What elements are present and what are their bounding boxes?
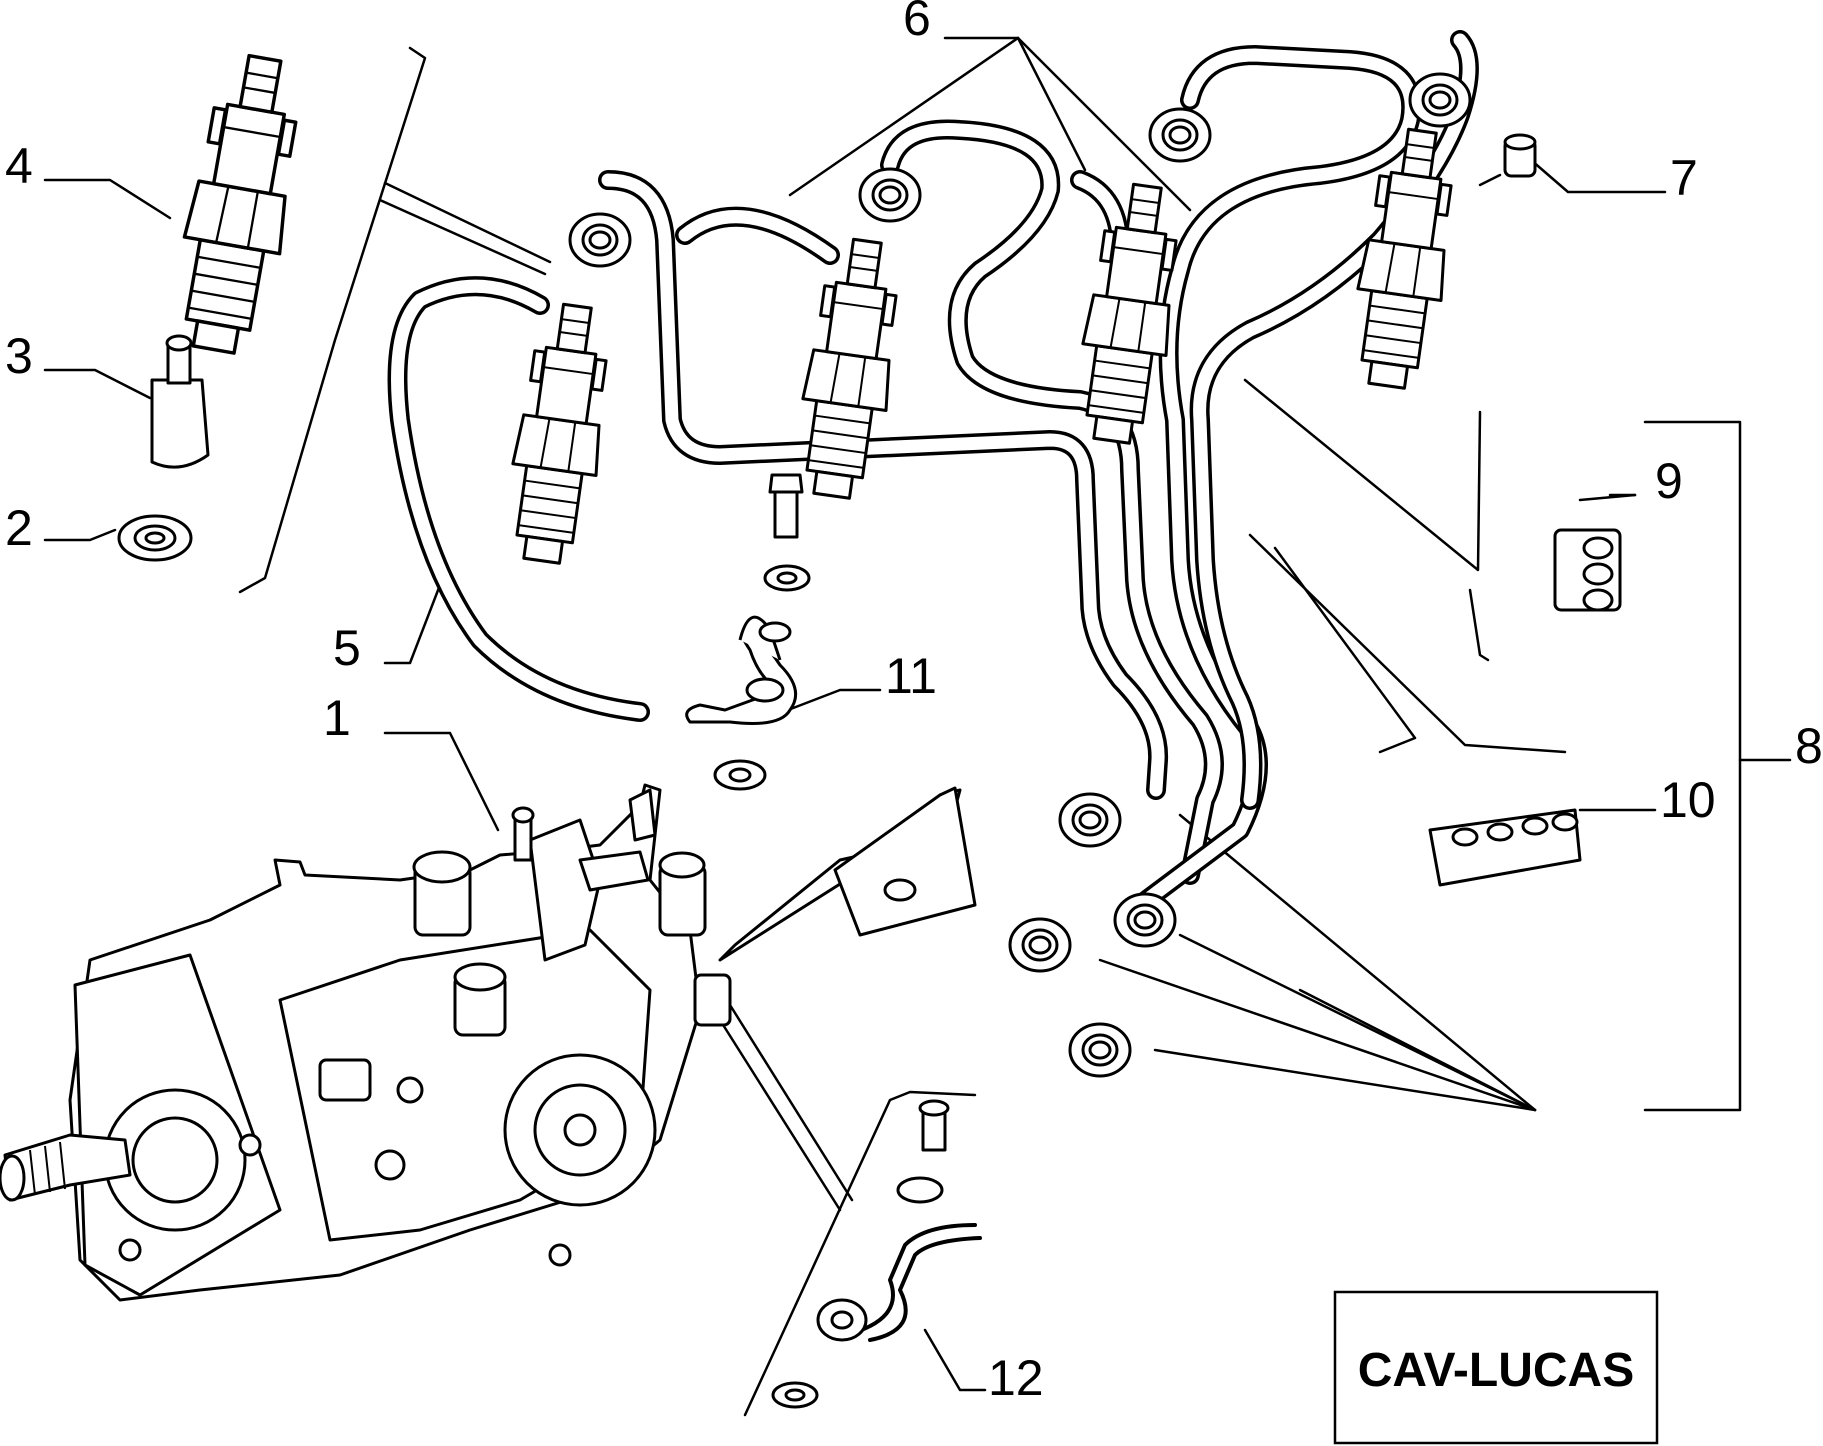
pipe-clamp-part-10 bbox=[1428, 808, 1582, 887]
callout-numbers: 1 2 3 4 5 6 7 8 9 10 11 12 bbox=[5, 0, 1823, 1406]
callout-12: 12 bbox=[988, 1350, 1044, 1406]
leak-off-pipe bbox=[387, 276, 650, 722]
pipe-clamp-part-9 bbox=[1553, 528, 1622, 612]
banjo-fitting-part-11 bbox=[685, 473, 811, 791]
callout-8: 8 bbox=[1795, 718, 1823, 774]
return-pipe-part-12 bbox=[771, 1099, 982, 1409]
callout-6: 6 bbox=[903, 0, 931, 46]
nozzle-part-3 bbox=[150, 334, 210, 469]
callout-11: 11 bbox=[885, 648, 937, 704]
callout-10: 10 bbox=[1660, 772, 1716, 828]
callout-1: 1 bbox=[323, 690, 351, 746]
injector-cylinder-2 bbox=[788, 233, 911, 504]
brand-label-box: CAV-LUCAS bbox=[1333, 1290, 1659, 1445]
callout-3: 3 bbox=[5, 328, 33, 384]
callout-4: 4 bbox=[5, 138, 33, 194]
injector-cylinder-1 bbox=[498, 298, 621, 569]
injector-part-4 bbox=[164, 48, 315, 360]
leader-lines bbox=[43, 36, 1792, 1417]
injection-pump-part-1 bbox=[0, 783, 732, 1302]
callout-9: 9 bbox=[1655, 453, 1683, 509]
callout-2: 2 bbox=[5, 500, 33, 556]
cap-part-7 bbox=[1503, 133, 1537, 178]
pump-bracket bbox=[628, 786, 977, 962]
washer-part-2 bbox=[117, 514, 193, 562]
callout-5: 5 bbox=[333, 620, 361, 676]
callout-7: 7 bbox=[1670, 150, 1698, 206]
fuel-injection-pipes bbox=[598, 30, 1479, 915]
brand-label: CAV-LUCAS bbox=[1358, 1344, 1634, 1397]
pipe-end-nuts bbox=[1008, 792, 1177, 1078]
